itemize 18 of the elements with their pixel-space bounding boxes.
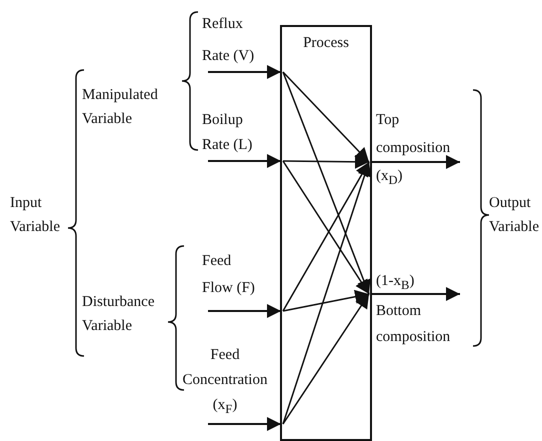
process-box: [280, 25, 372, 441]
arrow: [208, 154, 281, 168]
process-label: Process: [302, 35, 350, 52]
variable-label: Feed Flow (F): [202, 248, 260, 311]
variable-label: Feed Concentration (x$_{F}$): [170, 343, 280, 424]
variable-label: (1-x$_{B}$) Bottom composition: [376, 268, 460, 346]
arrow: [208, 304, 281, 318]
group-label: Disturbance Variable: [82, 293, 156, 336]
arrow: [208, 65, 281, 79]
group-label: Input Variable: [10, 194, 61, 237]
arrow: [372, 155, 460, 169]
arrow: [208, 417, 281, 431]
group-label: Manipulated Variable: [82, 86, 159, 129]
variable-label: Reflux Rate (V): [202, 8, 260, 72]
group-label: Output Variable: [489, 194, 540, 237]
arrow: [372, 287, 460, 301]
variable-label: Boilup Rate (L): [202, 108, 260, 161]
variable-label: Top composition (x$_{D}$): [376, 106, 460, 190]
